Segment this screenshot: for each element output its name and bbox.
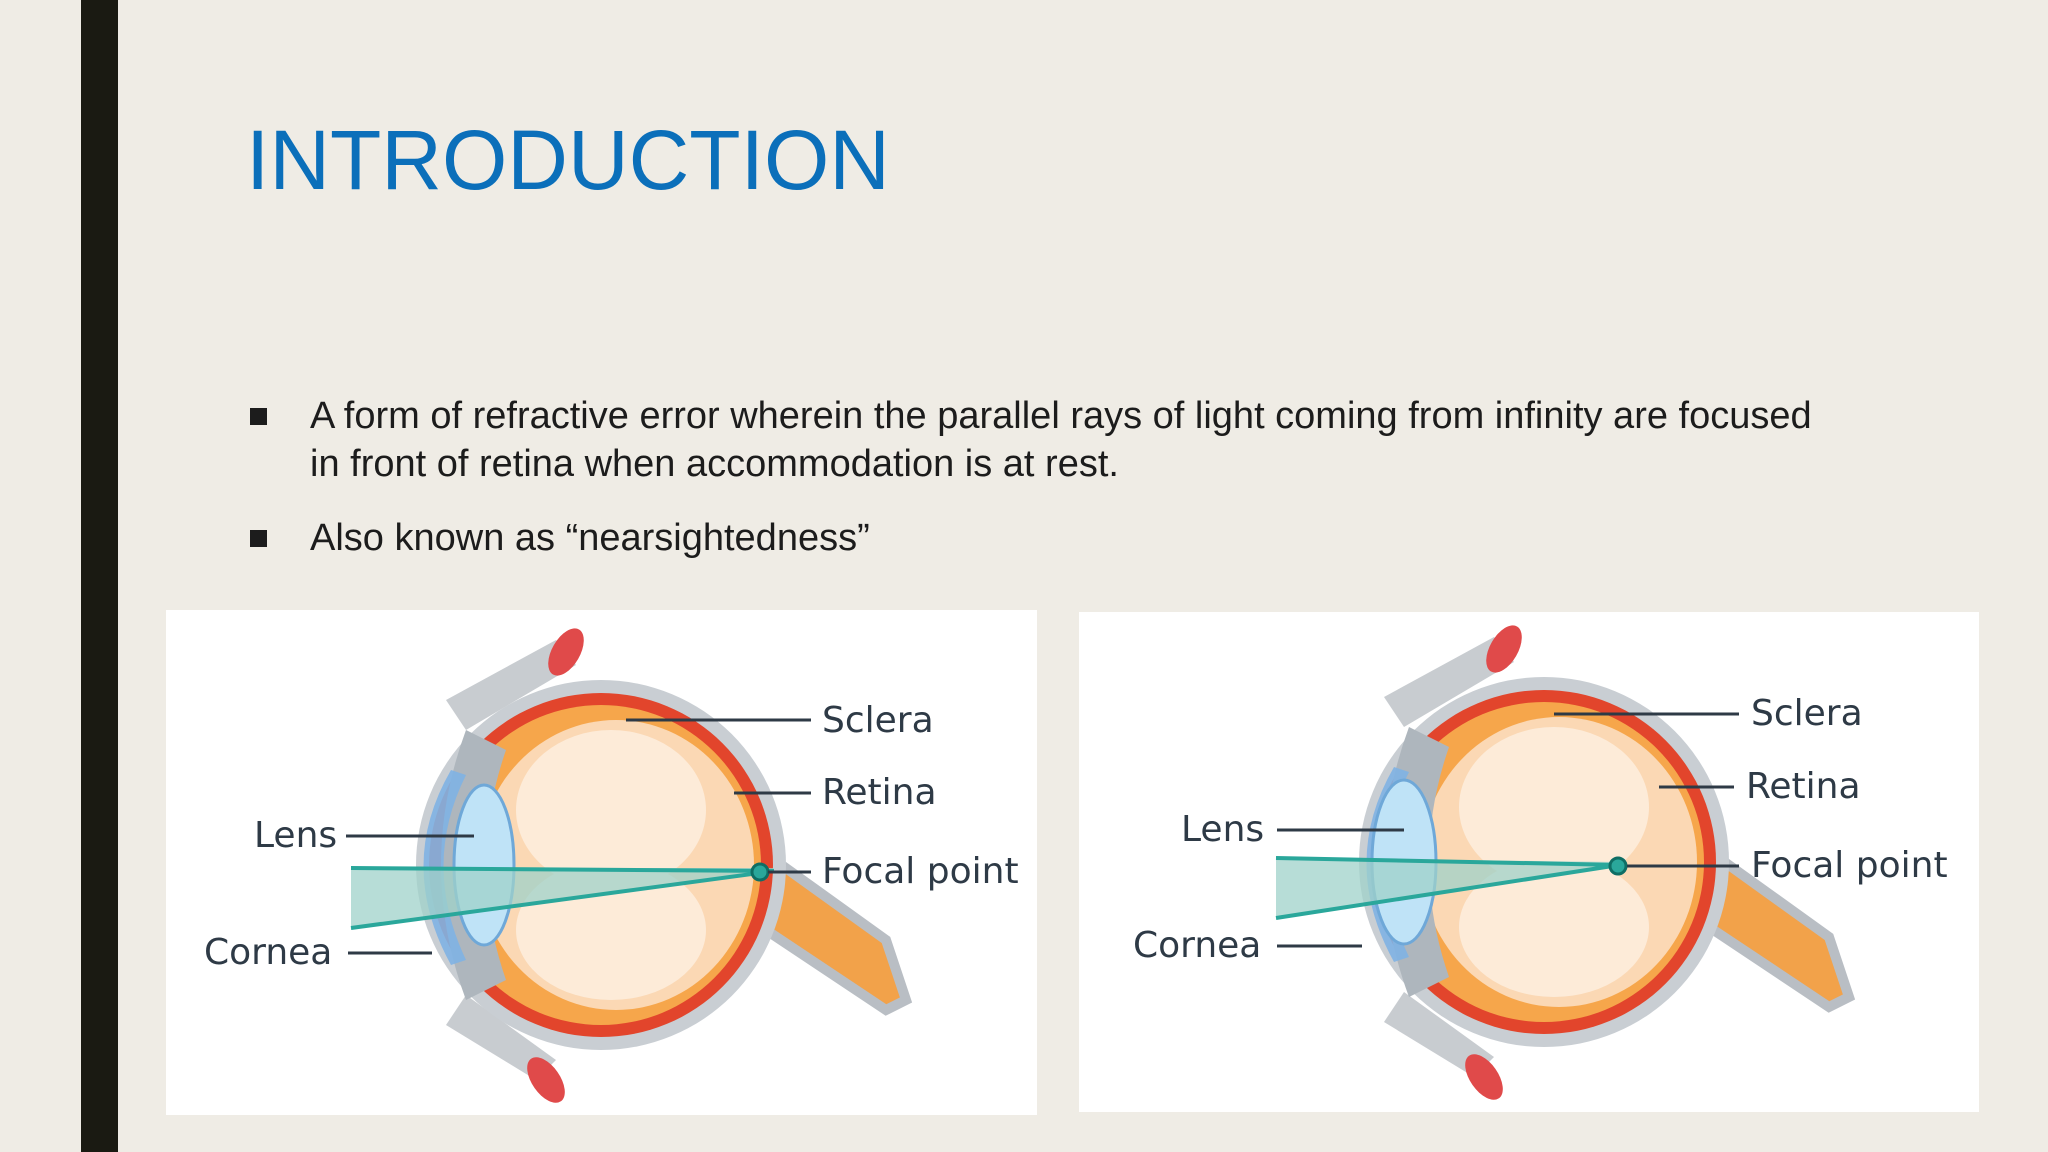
muscle-tendon-top bbox=[548, 628, 584, 676]
bullet-list: A form of refractive error wherein the p… bbox=[246, 392, 1826, 588]
focal-point-marker bbox=[1608, 856, 1628, 876]
muscle-tendon-bottom bbox=[1465, 1054, 1503, 1100]
eye-muscle-top bbox=[1384, 637, 1514, 727]
label-sclera: Sclera bbox=[1751, 693, 1863, 734]
focal-point-marker bbox=[750, 862, 770, 882]
eye-muscle-bottom bbox=[1384, 992, 1494, 1077]
square-bullet-icon bbox=[250, 530, 267, 547]
side-accent-bar bbox=[81, 0, 118, 1152]
bullet-text: Also known as “nearsightedness” bbox=[310, 517, 870, 559]
label-retina: Retina bbox=[822, 772, 937, 813]
muscle-tendon-top bbox=[1486, 625, 1522, 673]
label-retina: Retina bbox=[1746, 766, 1861, 807]
label-lens: Lens bbox=[254, 815, 337, 856]
eye-diagram-left: Sclera Retina Lens Focal point Cornea bbox=[166, 610, 1037, 1115]
bullet-text: A form of refractive error wherein the p… bbox=[310, 395, 1812, 485]
vitreous-highlight bbox=[1459, 857, 1649, 997]
square-bullet-icon bbox=[250, 408, 267, 425]
muscle-tendon-bottom bbox=[527, 1057, 565, 1103]
label-lens: Lens bbox=[1181, 809, 1264, 850]
label-cornea: Cornea bbox=[204, 932, 332, 973]
light-ray-bottom bbox=[1275, 863, 1620, 920]
vitreous-highlight bbox=[1459, 727, 1649, 887]
label-cornea: Cornea bbox=[1133, 925, 1261, 966]
bullet-item: Also known as “nearsightedness” bbox=[246, 514, 1826, 562]
light-ray-top bbox=[1275, 856, 1620, 867]
lens-shape bbox=[452, 783, 516, 947]
label-focal-point: Focal point bbox=[1751, 845, 1948, 886]
eye-muscle-top bbox=[446, 640, 576, 730]
label-focal-point: Focal point bbox=[822, 851, 1019, 892]
eye-illustration-left: Sclera Retina Lens Focal point Cornea bbox=[204, 628, 1019, 1103]
eye-diagram-right: Sclera Retina Lens Focal point Cornea bbox=[1079, 612, 1979, 1112]
eye-muscle-bottom bbox=[446, 995, 556, 1080]
bullet-item: A form of refractive error wherein the p… bbox=[246, 392, 1826, 488]
eye-illustration-right: Sclera Retina Lens Focal point Cornea bbox=[1133, 625, 1948, 1100]
light-ray-top bbox=[350, 866, 775, 873]
vitreous-highlight bbox=[516, 730, 706, 890]
slide-title: INTRODUCTION bbox=[246, 113, 890, 207]
label-sclera: Sclera bbox=[822, 700, 934, 741]
light-ray-bottom bbox=[350, 869, 775, 930]
